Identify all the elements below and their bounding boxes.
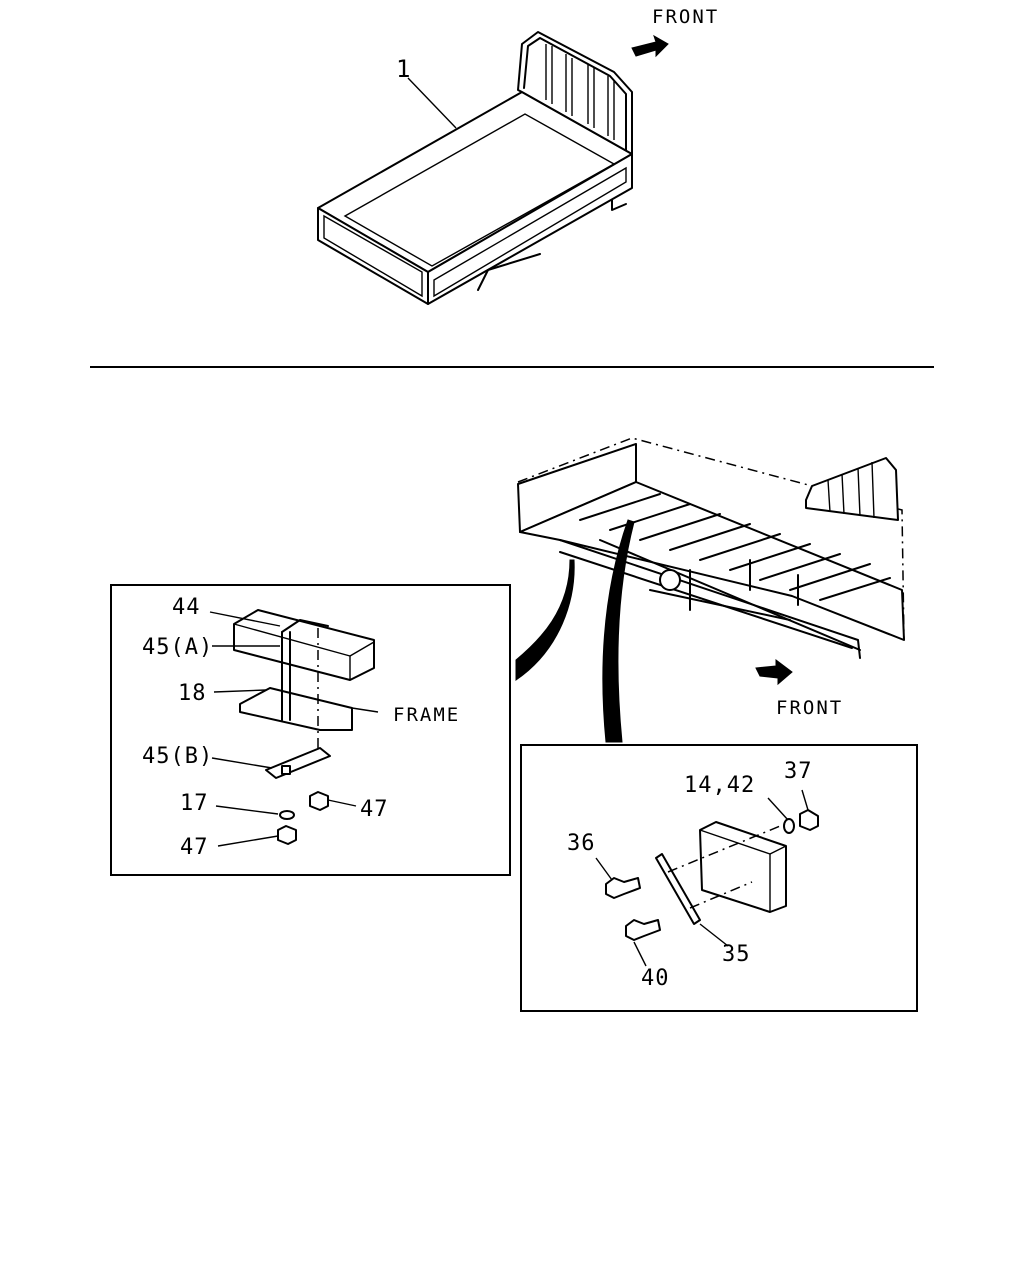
callout-1: 1	[396, 55, 412, 83]
cargo-body-drawing	[317, 31, 669, 305]
detail-box-right	[520, 744, 918, 1012]
callout-47-right: 47	[360, 797, 389, 822]
frame-label: FRAME	[393, 704, 461, 726]
underside-view-drawing	[515, 437, 905, 743]
callout-18: 18	[178, 681, 207, 706]
callout-36: 36	[567, 831, 596, 856]
front-label-main: FRONT	[776, 697, 844, 719]
callout-45a: 45(A)	[142, 635, 214, 660]
bracket-assembly-drawing	[595, 789, 819, 967]
callout-40: 40	[641, 966, 670, 991]
detail-box-left	[110, 584, 511, 876]
callout-45b: 45(B)	[142, 744, 214, 769]
callout-44: 44	[172, 595, 201, 620]
u-bolt-assembly-drawing	[209, 609, 379, 847]
callout-17: 17	[180, 791, 209, 816]
callout-47-left: 47	[180, 835, 209, 860]
callout-35: 35	[722, 942, 751, 967]
callout-37: 37	[784, 759, 813, 784]
front-label-top: FRONT	[652, 6, 720, 28]
callout-14-42: 14,42	[684, 773, 756, 798]
